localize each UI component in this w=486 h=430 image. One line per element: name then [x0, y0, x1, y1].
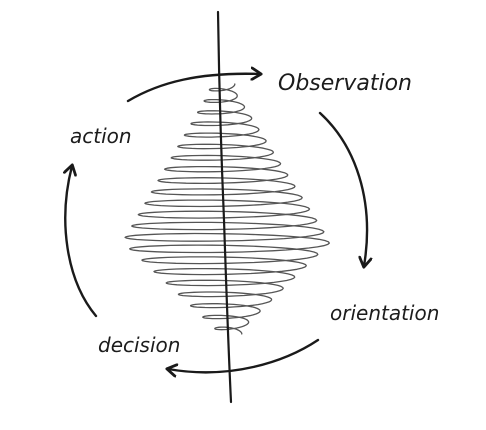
arrow-orientation-to-decision	[168, 338, 320, 372]
scribble-stroke	[124, 83, 330, 335]
arrow-observation-to-orientation	[318, 111, 367, 266]
circular-arrow-icon	[65, 74, 367, 373]
label-decision: decision	[98, 333, 180, 357]
vertical-axis-line	[216, 10, 233, 404]
label-orientation: orientation	[330, 301, 439, 325]
arrow-decision-to-action	[65, 166, 98, 318]
label-action: action	[70, 124, 132, 148]
label-observation: Observation	[278, 71, 412, 96]
arrow-action-to-observation	[126, 74, 260, 103]
spiral-scribble-icon	[124, 83, 330, 335]
